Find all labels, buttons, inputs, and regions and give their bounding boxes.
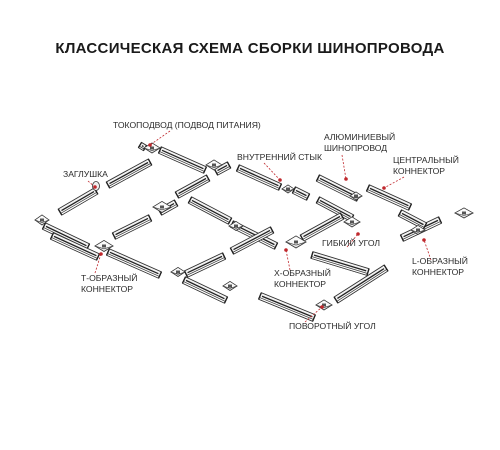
track-rail xyxy=(137,141,148,152)
flex-corner-block xyxy=(410,225,426,235)
label-aluminum-track-2: ШИНОПРОВОД xyxy=(324,143,387,153)
leader-line xyxy=(341,154,347,180)
inner-joint-small xyxy=(281,184,295,194)
track-rail xyxy=(310,251,370,276)
leader-dot xyxy=(344,177,348,181)
leader-dot xyxy=(422,238,426,242)
joint-block-3 xyxy=(222,281,238,291)
l-connector-left xyxy=(34,214,50,226)
label-leader-lines xyxy=(87,130,432,323)
track-rail xyxy=(105,158,153,189)
track-rail xyxy=(258,292,316,322)
track-rail xyxy=(213,161,232,176)
label-t-connector-2: КОННЕКТОР xyxy=(81,284,133,294)
l-connector-right xyxy=(454,207,474,219)
leader-dot xyxy=(99,252,103,256)
track-rail xyxy=(111,214,153,240)
leader-dot xyxy=(382,186,386,190)
track-rail xyxy=(235,164,283,191)
label-power-feed: ТОКОПОДВОД (ПОДВОД ПИТАНИЯ) xyxy=(113,120,261,130)
power-feed-block xyxy=(143,142,161,154)
label-l-connector-1: L-ОБРАЗНЫЙ xyxy=(412,255,468,266)
track-rail xyxy=(57,187,99,216)
label-flexible-corner: ГИБКИЙ УГОЛ xyxy=(322,237,380,248)
label-t-connector-1: Т-ОБРАЗНЫЙ xyxy=(81,272,137,283)
label-aluminum-track-1: АЛЮМИНИЕВЫЙ xyxy=(324,131,395,142)
inner-joint-block xyxy=(205,159,223,171)
track-rail xyxy=(291,186,311,201)
pivot-corner-block xyxy=(315,299,333,311)
leader-dot xyxy=(320,305,324,309)
track-rail xyxy=(157,146,208,174)
track-rail xyxy=(333,264,389,304)
leader-line xyxy=(285,249,291,271)
label-central-connector-1: ЦЕНТРАЛЬНЫЙ xyxy=(393,154,459,165)
track-rail xyxy=(105,248,163,279)
label-x-connector-1: X-ОБРАЗНЫЙ xyxy=(274,267,331,278)
track-rail xyxy=(365,184,413,211)
x-connector-left xyxy=(152,201,172,213)
central-connector-block xyxy=(349,191,363,201)
leader-line xyxy=(149,130,171,146)
leader-line xyxy=(346,233,359,248)
leader-line xyxy=(383,176,405,189)
page-title: КЛАССИЧЕСКАЯ СХЕМА СБОРКИ ШИНОПРОВОДА xyxy=(55,40,445,57)
label-end-cap: ЗАГЛУШКА xyxy=(63,169,108,179)
track-rail xyxy=(49,232,101,261)
track-rail xyxy=(174,174,211,199)
leader-dot xyxy=(148,143,152,147)
label-central-connector-2: КОННЕКТОР xyxy=(393,166,445,176)
joint-block-2 xyxy=(228,221,244,231)
track-rail xyxy=(181,276,229,304)
leader-line xyxy=(263,162,281,181)
label-pivot-corner: ПОВОРОТНЫЙ УГОЛ xyxy=(289,320,376,331)
track-rail xyxy=(299,212,345,242)
leader-dot xyxy=(278,178,282,182)
label-x-connector-2: КОННЕКТОР xyxy=(274,279,326,289)
t-connector-block xyxy=(94,240,114,252)
track-rail xyxy=(229,226,275,255)
track-rail xyxy=(187,196,233,225)
label-l-connector-2: КОННЕКТОР xyxy=(412,267,464,277)
joint-block xyxy=(170,267,186,277)
leader-dot xyxy=(93,185,97,189)
x-connector-block xyxy=(285,235,307,249)
track-rail xyxy=(183,252,227,278)
track-rail xyxy=(397,209,428,230)
track-connectors xyxy=(34,142,474,311)
connector-right xyxy=(343,216,361,228)
label-inner-joint: ВНУТРЕННИЙ СТЫК xyxy=(237,151,322,162)
leader-dot xyxy=(284,248,288,252)
leader-dot xyxy=(356,232,360,236)
leader-line xyxy=(304,306,323,323)
